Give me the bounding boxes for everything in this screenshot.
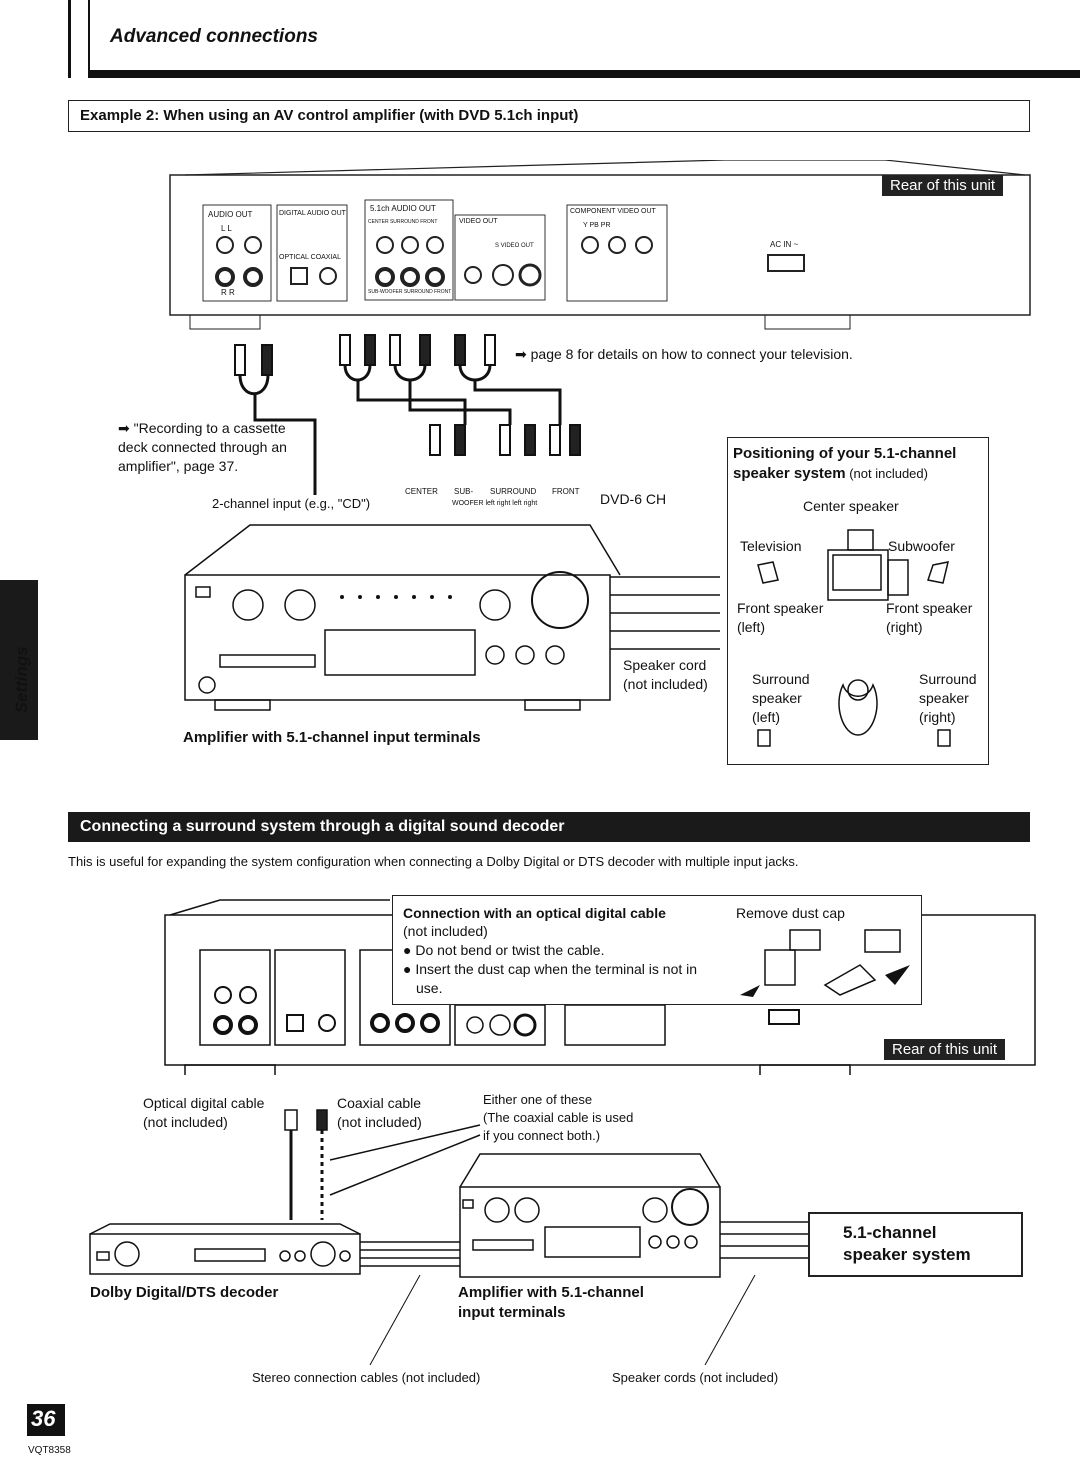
positioning-title-2-bold: speaker system [733, 465, 846, 482]
subwoofer-label: Subwoofer [888, 538, 955, 554]
page-number: 36 [31, 1406, 56, 1431]
section-banner-decoder-title: Connecting a surround system through a d… [80, 818, 565, 835]
recording-note-1: ➡ "Recording to a cassette [118, 420, 286, 436]
rear-of-unit-tag-bottom: Rear of this unit [884, 1039, 1006, 1060]
amp-caption-top: Amplifier with 5.1-channel input termina… [183, 729, 481, 746]
subwoofer-label: SUB-WOOFER SURROUND FRONT [368, 289, 452, 295]
speaker-system-box [808, 1212, 1023, 1277]
rear-of-unit-tag: Rear of this unit [882, 175, 1004, 196]
surround-right-label-3: (right) [919, 709, 956, 725]
speaker-cord-label-1: Speaker cord [623, 657, 707, 673]
rear-panel-outline [169, 160, 1031, 330]
recording-note-3: amplifier", page 37. [118, 458, 239, 474]
side-tab [0, 580, 38, 740]
two-channel-input-label: 2-channel input (e.g., "CD") [212, 496, 371, 511]
positioning-title-2: speaker system (not included) [733, 465, 928, 482]
header-left-rule [68, 0, 71, 78]
ac-in-label: AC IN ~ [770, 240, 799, 249]
surround-left-label-1: Surround [752, 671, 810, 687]
positioning-box [727, 437, 989, 765]
speaker-layout-illustration [757, 529, 951, 747]
center-surround-front-label: CENTER SURROUND FRONT [368, 219, 438, 225]
rear-panel-top: Rear of this unit AUDIO OUT L L R R DIGI… [165, 160, 1035, 340]
front-right-label-1: Front speaker [886, 600, 973, 616]
amplifier-top-illustration [184, 524, 720, 711]
header-left-rule-2 [88, 0, 90, 78]
surround-right-label-2: speaker [919, 690, 969, 706]
recording-note-2: deck connected through an [118, 439, 287, 455]
optical-cable-label-2: (not included) [143, 1114, 228, 1130]
optical-coaxial-label: OPTICAL COAXIAL [279, 254, 341, 261]
amp-caption-bottom-2: input terminals [458, 1304, 566, 1321]
positioning-title-1: Positioning of your 5.1-channel [733, 445, 957, 462]
s-video-out-label: S VIDEO OUT [495, 243, 534, 249]
ch51-audio-out-label: 5.1ch AUDIO OUT [370, 204, 436, 213]
front-left-label-1: Front speaker [737, 600, 824, 616]
bottom-pointer-lines [369, 1274, 756, 1366]
center-speaker-label: Center speaker [803, 498, 899, 514]
positioning-title-2-rest: (not included) [845, 466, 928, 481]
plug-label-front: FRONT [552, 487, 580, 496]
section-title: Advanced connections [110, 26, 318, 47]
speaker-system-label-2: speaker system [843, 1245, 971, 1264]
dust-cap-illustration [740, 929, 910, 997]
example-title: Example 2: When using an AV control ampl… [80, 107, 579, 124]
audio-out-label: AUDIO OUT [208, 210, 253, 219]
optical-box-bullet2b: use. [416, 980, 443, 996]
decoder-illustration [89, 1223, 361, 1275]
optical-cable-label-1: Optical digital cable [143, 1095, 265, 1111]
digital-audio-out-label: DIGITAL AUDIO OUT [279, 210, 346, 217]
amp-caption-bottom-1: Amplifier with 5.1-channel [458, 1284, 644, 1301]
plug-label-surround: SURROUND [490, 487, 537, 496]
amplifier-bottom-illustration [459, 1153, 810, 1278]
decoder-to-amp-lines [360, 1241, 460, 1267]
optical-info-box [392, 895, 922, 1005]
speaker-system-label-1: 5.1-channel [843, 1223, 937, 1242]
bottom-cables-illustration [284, 1109, 481, 1220]
video-out-label: VIDEO OUT [459, 218, 498, 225]
either-label-2: (The coaxial cable is used [483, 1110, 634, 1125]
optical-box-not-included: (not included) [403, 923, 488, 939]
optical-box-title: Connection with an optical digital cable [403, 905, 666, 921]
page-number-box [27, 1404, 65, 1436]
side-tab-label: Settings [11, 646, 31, 714]
surround-right-label-1: Surround [919, 671, 977, 687]
front-left-label-2: (left) [737, 619, 765, 635]
intro-text: This is useful for expanding the system … [68, 854, 799, 869]
footer-code: VQT8358 [28, 1445, 71, 1456]
speaker-cords-label: Speaker cords (not included) [612, 1370, 779, 1385]
component-video-out-label: COMPONENT VIDEO OUT [570, 208, 656, 215]
coaxial-cable-label-2: (not included) [337, 1114, 422, 1130]
either-label-3: if you connect both.) [483, 1128, 601, 1143]
optical-box-bullet1: ● Do not bend or twist the cable. [403, 942, 605, 958]
example-box [68, 100, 1030, 132]
plug-label-sub: SUB- [454, 487, 474, 496]
either-label-1: Either one of these [483, 1092, 593, 1107]
plug-sublabels: WOOFER left right left right [452, 500, 538, 507]
coaxial-cable-label-1: Coaxial cable [337, 1095, 422, 1111]
lr-top-label: L L [221, 224, 232, 233]
remove-dust-cap-label: Remove dust cap [736, 905, 845, 921]
component-labels: Y PB PR [583, 222, 611, 229]
television-label: Television [740, 538, 802, 554]
top-cables-illustration [234, 334, 581, 495]
dvd6ch-label: DVD-6 CH [600, 491, 667, 507]
plug-label-center: CENTER [405, 487, 438, 496]
decoder-caption: Dolby Digital/DTS decoder [90, 1284, 279, 1301]
lr-bottom-label: R R [221, 288, 235, 297]
header-rule [88, 70, 1080, 78]
page8-note: ➡ page 8 for details on how to connect y… [515, 346, 853, 362]
surround-left-label-2: speaker [752, 690, 802, 706]
section-banner-decoder [68, 812, 1030, 842]
optical-box-bullet2: ● Insert the dust cap when the terminal … [403, 961, 698, 977]
speaker-cord-label-2: (not included) [623, 676, 708, 692]
stereo-cables-label: Stereo connection cables (not included) [252, 1370, 481, 1385]
surround-left-label-3: (left) [752, 709, 780, 725]
front-right-label-2: (right) [886, 619, 923, 635]
